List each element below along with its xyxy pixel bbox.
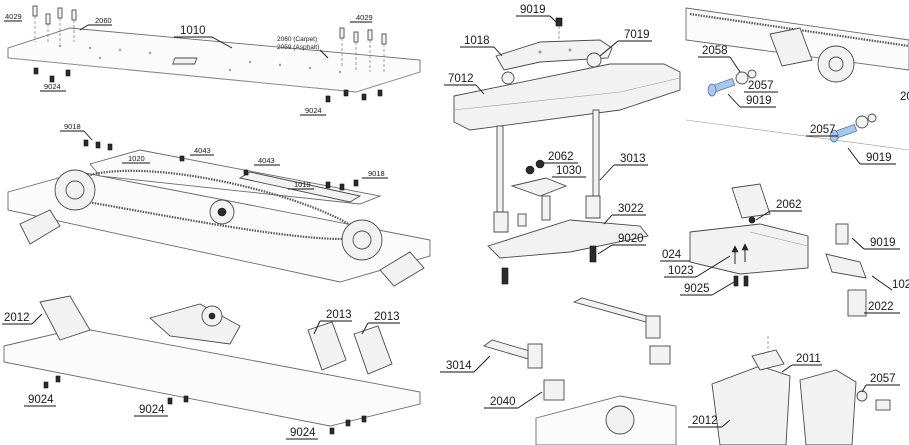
label-2022: 2022 [868,301,894,313]
label-9019-a: 9019 [746,95,772,107]
front-bulkhead [39,295,91,341]
detail-mount-block [769,27,813,67]
label-9019: 9019 [870,237,896,249]
bumper-assembly-panel: 9019 1018 7019 7012 2062 1030 3013 3022 … [444,4,681,285]
bulkhead-screw [875,399,891,411]
bumper-spacer [586,52,602,68]
label-9024-a: 9024 [28,394,54,406]
detail-link-102 [825,253,867,279]
bulkhead-left [711,365,791,445]
rear-bulkhead-a [307,321,347,371]
label-9018-left: 9018 [64,122,81,131]
lower-bumper-plate [487,219,649,259]
countersunk-screws-top-plate [33,67,383,103]
label-9018-right: 9018 [368,169,385,178]
motor-mount [149,303,241,345]
label-4029-left: 4029 [5,12,22,21]
label-2013-right: 2013 [374,311,400,323]
label-2059-asphalt: 2059 (Asphalt) [277,44,319,51]
detail-belt [689,12,909,48]
label-4043-left: 4043 [194,146,211,155]
label-9024-right: 9024 [305,106,322,115]
label-2012: 2012 [692,415,718,427]
plate-slot [172,57,198,65]
label-2060-top: 2060 [95,16,112,25]
post-left [496,125,504,223]
label-9024-b: 9024 [139,404,165,416]
post-clamp-right [649,345,671,365]
label-1010: 1010 [180,25,206,37]
standoff-right [585,195,601,219]
plate-holes [58,44,342,74]
mount-base [689,223,809,275]
body-posts-panel: 3014 2040 [440,297,677,445]
belt-tensioner-panel: 2058 2057 9019 2057 9019 20 [685,7,909,165]
standoff-screws-right [339,27,387,74]
label-024-cut: 024 [662,249,682,261]
label-7012: 7012 [448,73,474,85]
label-2057-a: 2057 [748,80,774,92]
label-2011: 2011 [796,353,821,365]
label-9019-b: 9019 [866,152,892,164]
label-2040: 2040 [490,396,516,408]
label-20-cut: 20 [900,91,909,103]
standoff-screws-left [32,5,77,44]
top-screw [555,17,563,27]
label-9025: 9025 [684,283,710,295]
detail-spacer-2022 [847,289,867,317]
label-3022: 3022 [618,203,644,215]
label-2057-b: 2057 [810,124,836,136]
foam-bumper [453,63,681,131]
bulkhead-right [799,369,857,445]
label-9019: 9019 [520,4,546,16]
label-9024-left: 9024 [44,82,61,91]
label-4029-right: 4029 [356,13,373,22]
mount-bracket [731,183,771,219]
label-9020: 9020 [618,233,644,245]
ball-stud-left [525,165,535,175]
label-1020: 1020 [128,154,145,163]
top-plate-panel: 4029 2060 1010 2060 (Carpet) 2059 (Aspha… [4,5,421,116]
label-2062: 2062 [548,151,574,163]
label-1019: 1019 [294,180,311,189]
chassis-assembly-panel: 9018 1020 4043 4043 1019 9018 [7,122,431,287]
label-2012: 2012 [4,312,30,324]
bottom-screw-left [501,267,509,285]
upper-bumper-brace [495,39,613,71]
front-suspension-arm [19,209,61,245]
label-4043-right: 4043 [258,156,275,165]
label-1023: 1023 [668,265,694,277]
label-1030: 1030 [556,165,582,177]
standoff-left [493,211,509,233]
post-right [592,109,600,207]
bottom-plate-panel: 2012 2013 2013 9024 9024 9024 [2,295,421,440]
detail-screw-9019 [835,223,849,245]
label-3014: 3014 [446,360,472,372]
label-1018: 1018 [464,35,490,47]
label-7019: 7019 [624,29,650,41]
screws-bottom-plate [43,375,367,435]
bulkhead-cap [751,349,785,371]
label-2058: 2058 [702,45,728,57]
bottom-screw-right [589,245,597,263]
label-2062: 2062 [776,199,802,211]
rear-suspension-arm [379,251,425,287]
screws-chassis [83,139,359,191]
rear-bulkhead-b [353,325,393,375]
label-2060-carpet: 2060 (Carpet) [277,36,317,43]
mount-screws [733,275,739,287]
body-post-right [572,297,656,323]
label-2057: 2057 [870,373,896,385]
label-9024-c: 9024 [290,427,316,439]
mount-detail-panel: 2062 024 1023 9025 9019 102 2022 [660,183,909,317]
label-3013: 3013 [620,153,646,165]
label-2013-left: 2013 [326,309,352,321]
bulkhead-detail-panel: 2011 2057 2012 [688,336,900,445]
label-102-cut: 102 [892,279,909,291]
post-clamp-left [543,379,565,401]
bumper-plate-1030 [510,177,568,197]
